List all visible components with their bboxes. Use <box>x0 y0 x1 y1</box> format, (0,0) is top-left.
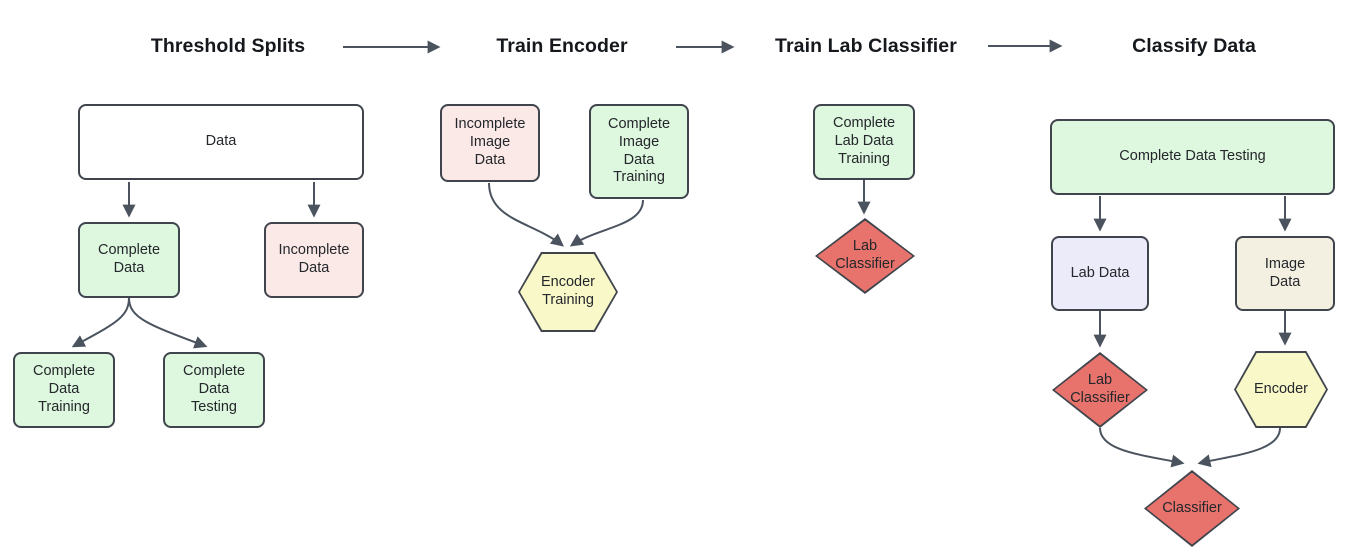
node-complete-lab-data-training: Complete Lab Data Training <box>813 104 915 180</box>
node-lab-classifier-apply: Lab Classifier <box>1052 352 1148 428</box>
node-encoder: Encoder <box>1234 351 1328 428</box>
node-incomplete-data: Incomplete Data <box>264 222 364 298</box>
node-lab-classifier-apply-label: Lab Classifier <box>1070 372 1130 406</box>
edge-incompleteimg-to-encodertraining <box>488 182 565 247</box>
node-complete-data-testing-wide: Complete Data Testing <box>1050 119 1335 195</box>
node-image-data: Image Data <box>1235 236 1335 311</box>
node-complete-image-data-training: Complete Image Data Training <box>589 104 689 199</box>
node-data-label: Data <box>205 133 237 150</box>
node-complete-data-label: Complete Data <box>97 242 161 276</box>
node-lab-data: Lab Data <box>1051 236 1149 311</box>
node-complete-lab-data-training-label: Complete Lab Data Training <box>832 115 896 167</box>
stage-title-train-encoder: Train Encoder <box>496 35 628 57</box>
node-lab-data-label: Lab Data <box>1070 264 1130 281</box>
node-complete-data-training: Complete Data Training <box>13 352 115 428</box>
node-encoder-training-label: Encoder Training <box>540 274 595 308</box>
node-complete-image-data-training-label: Complete Image Data Training <box>607 115 671 186</box>
hexagon-shape <box>520 254 616 330</box>
node-complete-data-testing-label: Complete Data Testing <box>182 363 246 415</box>
node-complete-data-testing-wide-label: Complete Data Testing <box>1119 148 1266 165</box>
node-classifier: Classifier <box>1144 470 1240 547</box>
edge-completeimg-to-encodertraining <box>569 199 644 247</box>
node-data: Data <box>78 104 364 180</box>
stage-title-classify-data: Classify Data <box>1132 35 1256 57</box>
stage-title-threshold-splits: Threshold Splits <box>150 35 306 57</box>
node-lab-classifier-train: Lab Classifier <box>815 218 915 294</box>
edge-complete-to-training <box>71 297 130 348</box>
node-complete-data: Complete Data <box>78 222 180 298</box>
edge-encoder-to-classifier <box>1197 427 1281 468</box>
node-classifier-label: Classifier <box>1162 499 1222 516</box>
node-incomplete-image-data: Incomplete Image Data <box>440 104 540 182</box>
node-complete-data-training-label: Complete Data Training <box>32 363 96 415</box>
node-encoder-training: Encoder Training <box>518 252 618 332</box>
edge-complete-to-testing <box>128 297 208 349</box>
node-complete-data-testing: Complete Data Testing <box>163 352 265 428</box>
hexagon-shape <box>1236 353 1326 426</box>
node-incomplete-image-data-label: Incomplete Image Data <box>454 116 526 168</box>
node-encoder-label: Encoder <box>1253 380 1308 397</box>
stage-title-train-lab-classifier: Train Lab Classifier <box>775 35 957 57</box>
edge-labclassifier-to-classifier <box>1099 427 1185 468</box>
node-incomplete-data-label: Incomplete Data <box>278 242 350 276</box>
node-image-data-label: Image Data <box>1264 255 1306 290</box>
node-lab-classifier-train-label: Lab Classifier <box>835 238 895 272</box>
